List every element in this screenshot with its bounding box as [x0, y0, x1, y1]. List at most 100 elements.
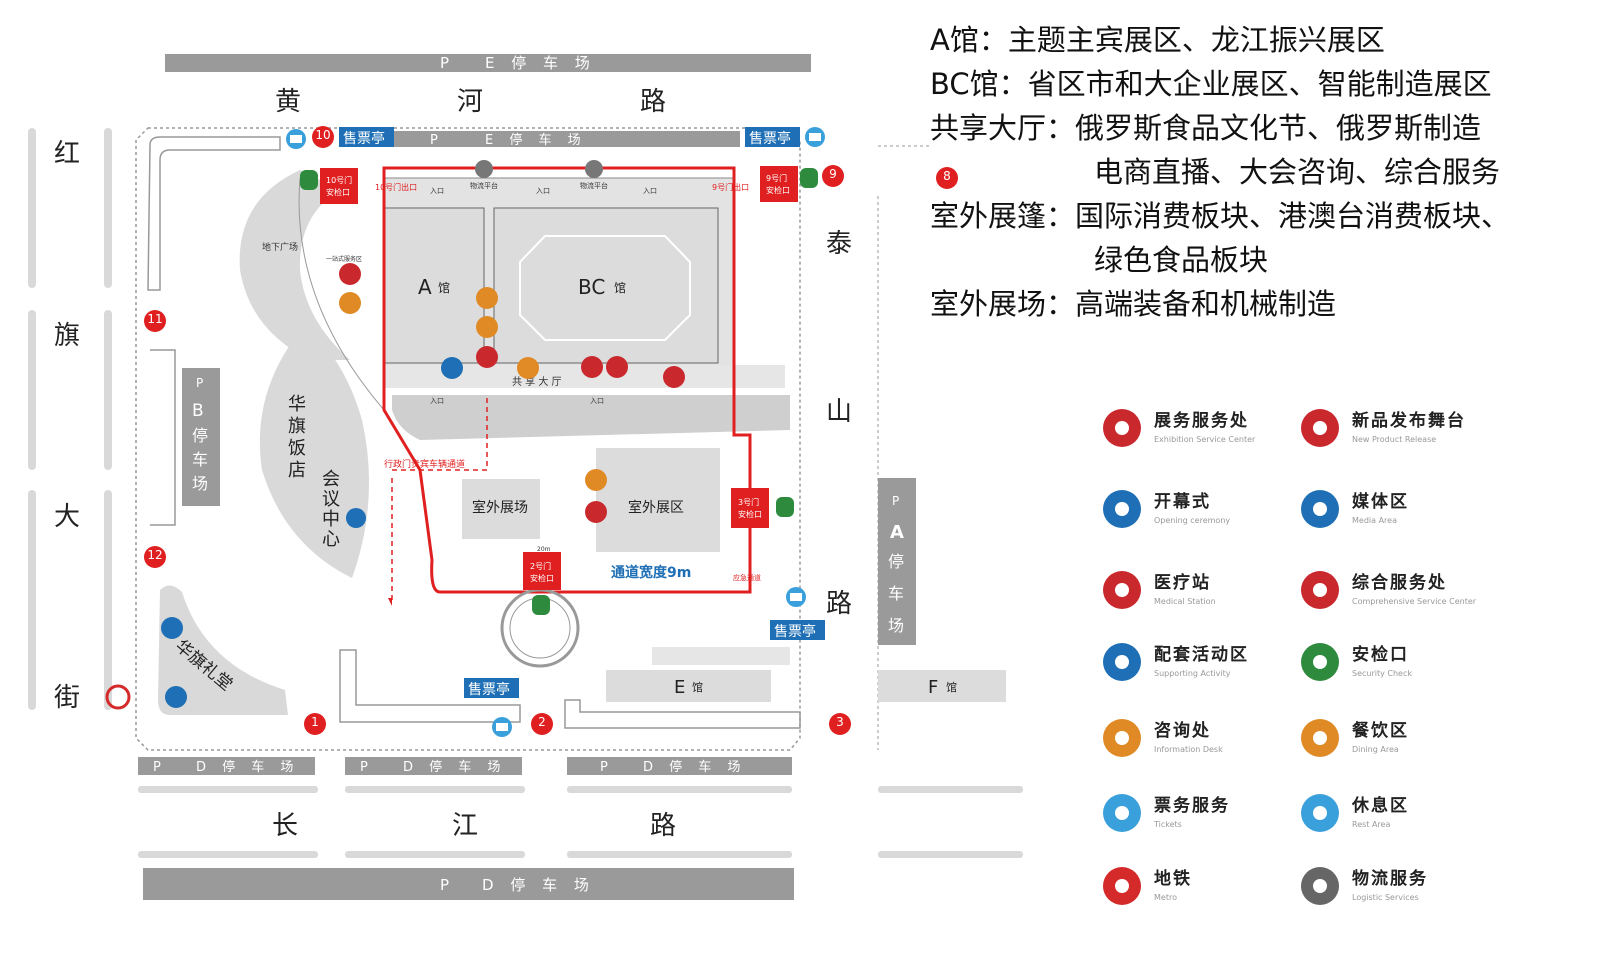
ticket-booth-s[interactable]: 售票亭 — [464, 678, 519, 737]
road-south-2: 江 — [452, 811, 478, 841]
info-desk-map-icon-3 — [585, 469, 607, 491]
b-parking-3: 车 — [192, 450, 208, 469]
conf-4: 心 — [322, 529, 340, 550]
one-stop-label: 一站式服务区 — [326, 255, 362, 263]
shared-hall-label: 共 享 大 厅 — [512, 375, 562, 388]
ticket-booth-e[interactable]: 售票亭 — [770, 587, 825, 640]
road-north-2: 河 — [457, 87, 483, 117]
a-parking — [878, 478, 916, 645]
road-east-2: 山 — [826, 397, 852, 427]
outdoor-field-label: 室外展场 — [472, 499, 528, 516]
d-parking-1-label: D 停 车 场 — [196, 759, 299, 775]
sw-curb — [339, 649, 521, 723]
gate-9[interactable]: 9 — [822, 165, 844, 187]
hall-e-letter: E — [674, 677, 685, 698]
d-parking-2-p: P — [360, 760, 374, 775]
gate3-check: 3号门 安检口 — [731, 488, 769, 528]
se-curb — [564, 699, 801, 729]
road-north-1: 黄 — [275, 87, 301, 117]
b-parking-2: 停 — [192, 426, 208, 445]
exhibition-route — [382, 166, 752, 594]
e-parking-label-2: E 停 车 场 — [485, 132, 587, 148]
road-north-3: 路 — [640, 87, 666, 117]
hall-a — [383, 207, 485, 364]
d-parking-1 — [138, 757, 315, 775]
w-curb — [150, 349, 176, 526]
hotel-4: 店 — [288, 460, 306, 481]
logistics-icon-2 — [585, 160, 603, 178]
svg-text:安检口: 安检口 — [530, 573, 554, 583]
ticket-booth-ne[interactable]: 售票亭 — [745, 127, 825, 147]
media-map-icon — [441, 357, 463, 379]
security-map-icon-4 — [532, 595, 550, 615]
hotel-building — [259, 325, 370, 578]
east-boundary — [877, 145, 930, 750]
gate10-exit-label: 10号门出口 — [375, 182, 417, 192]
security-map-icon-2 — [800, 168, 818, 188]
road-east-3: 路 — [826, 589, 852, 619]
hall-bc-guan: 馆 — [614, 280, 626, 295]
gate-2[interactable]: 2 — [531, 713, 553, 735]
gate10-check: 10号门 安检口 — [320, 168, 358, 204]
road-east-1: 泰 — [826, 229, 852, 259]
desc-shared-1: 共享大厅：俄罗斯食品文化节、俄罗斯制造 — [930, 111, 1482, 145]
e-parking-top — [165, 54, 811, 72]
hall-e-guan: 馆 — [692, 680, 703, 694]
conf-2: 议 — [322, 489, 340, 510]
gate-12[interactable]: 12 — [144, 546, 166, 568]
gate-11[interactable]: 11 — [144, 310, 166, 332]
ticket-booth-nw[interactable]: 售票亭 — [286, 127, 394, 149]
gate-3[interactable]: 3 — [829, 713, 851, 735]
d-parking-3-label: D 停 车 场 — [643, 759, 746, 775]
bc-inner — [519, 235, 691, 341]
south-road-lines — [138, 786, 1023, 858]
a-parking-4: 场 — [888, 616, 904, 635]
road-west-4: 街 — [54, 683, 80, 713]
road-west-1: 红 — [54, 139, 80, 169]
underground-plaza-label: 地下广场 — [262, 241, 298, 253]
exhibition-service-map-icon-2 — [606, 356, 628, 378]
svg-text:10号门: 10号门 — [326, 175, 352, 185]
entrance-3: 入口 — [643, 187, 657, 195]
e-parking-inner — [340, 131, 740, 147]
logistics-label-1: 物流平台 — [470, 181, 498, 190]
svg-text:2号门: 2号门 — [530, 561, 551, 571]
exhibition-service-map-icon — [339, 263, 361, 285]
metro-map-icon — [105, 684, 131, 710]
desc-tent-2: 绿色食品板块 — [1094, 243, 1269, 277]
d-parking-3 — [567, 757, 792, 775]
b-parking-p: P — [196, 376, 203, 390]
d-parking-bottom — [143, 868, 794, 900]
medical-map-icon — [476, 346, 498, 368]
hall-descriptions: A馆：主题主宾展区、龙江振兴展区 BC馆：省区市和大企业展区、智能制造展区 共享… — [930, 18, 1510, 326]
d-parking-2-label: D 停 车 场 — [403, 759, 506, 775]
hall-f-guan: 馆 — [946, 680, 957, 694]
gate-10[interactable]: 10 — [312, 126, 334, 148]
hall-a-letter: A — [418, 275, 432, 299]
desc-tent-1: 室外展篷：国际消费板块、港澳台消费板块、 — [930, 199, 1511, 233]
gate-8[interactable]: 8 — [936, 167, 958, 189]
info-desk-map-icon-2 — [517, 357, 539, 379]
road-west-3: 大 — [54, 502, 80, 532]
conf-1: 会 — [322, 469, 340, 490]
road-west-2: 旗 — [54, 321, 80, 351]
desc-a: A馆：主题主宾展区、龙江振兴展区 — [930, 23, 1385, 57]
opening-map-icon — [165, 686, 187, 708]
gate-1[interactable]: 1 — [304, 713, 326, 735]
width-20m-label: 20m — [537, 546, 551, 553]
outdoor-area-label: 室外展区 — [628, 499, 684, 516]
svg-text:安检口: 安检口 — [326, 187, 350, 197]
d-parking-bottom-label: D 停 车 场 — [482, 876, 595, 894]
a-parking-3: 车 — [888, 584, 904, 603]
south-strip — [652, 647, 790, 665]
road-south-3: 路 — [650, 811, 676, 841]
gate9-exit-label: 9号门出口 — [712, 182, 749, 192]
parking-p-label-2: P — [430, 133, 444, 148]
svg-text:售票亭: 售票亭 — [749, 130, 791, 147]
vip-arrow — [388, 598, 392, 606]
shared-hall — [384, 365, 785, 388]
nw-curb — [147, 136, 281, 291]
a-parking-p: P — [892, 494, 899, 508]
gate2-check: 2号门 安检口 — [523, 552, 561, 590]
b-parking-4: 场 — [192, 474, 208, 493]
